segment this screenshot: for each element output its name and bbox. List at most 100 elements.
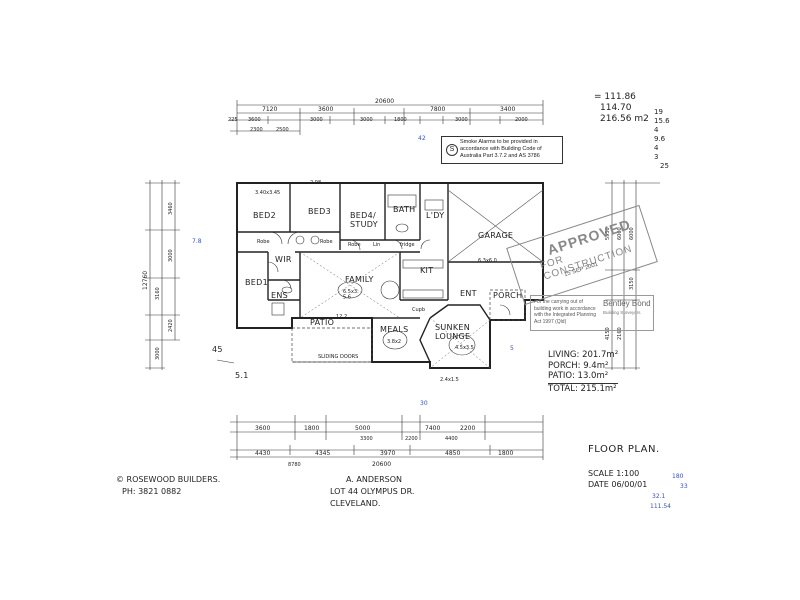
right-dimension-string — [605, 180, 660, 370]
calc-r-1: 19 — [654, 108, 663, 116]
calc-r-6: 3 — [654, 153, 659, 161]
right-dim-1: 6000 — [617, 227, 623, 240]
left-dim-4: 2420 — [168, 319, 174, 332]
sliding-doors-tag: SLIDING DOORS — [318, 354, 358, 360]
council-note: For the carrying out of building work in… — [530, 295, 654, 331]
right-dim-5: 4150 — [605, 327, 611, 340]
meals-area: 3.8x2 — [387, 339, 401, 345]
room-label-meals: MEALS — [380, 325, 408, 334]
top-sub-1: 225 — [228, 117, 238, 123]
top-seg-4: 3400 — [500, 106, 515, 113]
area-summary: LIVING: 201.7m² PORCH: 9.4m² PATIO: 13.0… — [548, 350, 619, 394]
left-dim-2: 3000 — [168, 249, 174, 262]
room-label-laundry: L'DY — [426, 211, 444, 220]
calc-r-7: 25 — [660, 162, 669, 170]
plan-date: DATE 06/00/01 — [588, 480, 648, 489]
room-label-family: FAMILY — [345, 275, 374, 284]
bottom-seg-4: 7400 — [425, 425, 440, 432]
top-seg-2: 3600 — [318, 106, 333, 113]
bottom-seg-2: 1800 — [304, 425, 319, 432]
right-dim-6: 5950 — [605, 227, 611, 240]
calc-line-1: = 111.86 — [594, 92, 636, 102]
robe-tag-bed4: Robe — [348, 242, 361, 248]
patio-outline — [291, 327, 373, 363]
top-sub-5: 1800 — [394, 117, 407, 123]
bottom-seg-5: 2200 — [460, 425, 475, 432]
plan-scale: SCALE 1:100 — [588, 469, 640, 478]
bottom-sub-1: 3300 — [360, 436, 373, 442]
top-sub2-1: 2300 — [250, 127, 263, 133]
bottom-sub-2: 2200 — [405, 436, 418, 442]
bottom-sub2-1: 4430 — [255, 450, 270, 457]
room-label-porch: PORCH — [493, 291, 522, 300]
room-label-bed2: BED2 — [253, 211, 276, 220]
smoke-alarm-note: S Smoke Alarms to be provided in accorda… — [441, 136, 563, 164]
client-suburb: CLEVELAND. — [330, 499, 381, 508]
room-label-kit: KIT — [420, 266, 433, 275]
bed3-size: 2.98 — [310, 180, 321, 186]
fridge-tag: fridge — [400, 242, 415, 248]
builder-block: © ROSEWOOD BUILDERS. PH: 3821 0882 — [116, 474, 220, 498]
calc-r-3: 4 — [654, 126, 659, 134]
council-text: For the carrying out of building work in… — [534, 299, 596, 325]
bottom-sub2-3: 3970 — [380, 450, 395, 457]
left-dim-5: 3000 — [155, 347, 161, 360]
interior-walls — [237, 183, 543, 363]
calc-line-3: 216.56 m2 — [600, 114, 649, 124]
client-name: A. ANDERSON — [346, 475, 403, 484]
top-sub-6: 3000 — [455, 117, 468, 123]
room-label-ens: ENS — [271, 291, 288, 300]
scale-date-block: SCALE 1:100 DATE 06/00/01 — [588, 468, 647, 490]
top-seg-1: 7120 — [262, 106, 277, 113]
plan-title: FLOOR PLAN. — [588, 444, 660, 455]
client-block: A. ANDERSON LOT 44 OLYMPUS DR. CLEVELAND… — [330, 474, 414, 510]
garage-roof-lines — [447, 189, 544, 263]
surveyor-sub: Building Surveyors — [603, 310, 641, 315]
blue-note-8: 111.54 — [650, 503, 671, 510]
left-dimension-string — [145, 180, 180, 370]
right-dim-3: 6000 — [629, 227, 635, 240]
robe-tag-bed3: Robe — [320, 239, 333, 245]
room-label-bed3: BED3 — [308, 207, 331, 216]
calc-r-4: 9.6 — [654, 135, 666, 143]
door-swings — [267, 231, 511, 316]
bottom-total-dim: 20600 — [372, 461, 391, 468]
left-dim-3: 3160 — [155, 287, 161, 300]
builder-name: © ROSEWOOD BUILDERS. — [116, 475, 221, 484]
porch-outline — [489, 289, 526, 321]
robe-tag-bed2: Robe — [257, 239, 270, 245]
room-label-ent: ENT — [460, 289, 477, 298]
top-dimension-string — [230, 100, 544, 135]
room-label-bed4: BED4/STUDY — [350, 211, 378, 229]
blue-note-2: 7.8 — [192, 238, 202, 245]
calc-r-2: 15.6 — [654, 117, 670, 125]
area-patio: PATIO: 13.0m² — [548, 371, 609, 381]
handwritten-calc: = 111.86 114.70 216.56 m2 — [594, 92, 649, 125]
top-sub-2: 3600 — [248, 117, 261, 123]
blue-note-5: 180 — [672, 473, 684, 480]
smoke-alarm-icon: S — [446, 144, 458, 156]
top-seg-3: 7800 — [430, 106, 445, 113]
calc-r-5: 4 — [654, 144, 659, 152]
top-sub2-2: 2500 — [276, 127, 289, 133]
bottom-sub2-4: 4850 — [445, 450, 460, 457]
room-label-garage: GARAGE — [478, 231, 513, 240]
top-sub-3: 3000 — [310, 117, 323, 123]
lounge-area: 4.5x3.5 — [455, 345, 474, 351]
patio-steps: 12.2 — [336, 314, 347, 320]
blue-note-6: 33 — [680, 483, 688, 490]
blue-note-3: 5 — [510, 345, 514, 352]
calc-line-2: 114.70 — [600, 103, 632, 113]
bottom-extra-dim: 8780 — [288, 462, 301, 468]
garage-area: 6.3x6.0 — [478, 258, 497, 264]
room-label-patio: PATIO — [310, 318, 334, 327]
top-total-dim: 20600 — [375, 98, 394, 105]
blue-note-7: 32.1 — [652, 493, 666, 500]
right-dim-4: 2160 — [617, 327, 623, 340]
margin-note-1: 45 — [212, 345, 223, 354]
family-area: 6.5x3.5.6 — [343, 289, 359, 301]
smoke-alarm-text: Smoke Alarms to be provided in accordanc… — [460, 139, 542, 159]
margin-note-2: 5.1 — [235, 371, 249, 380]
